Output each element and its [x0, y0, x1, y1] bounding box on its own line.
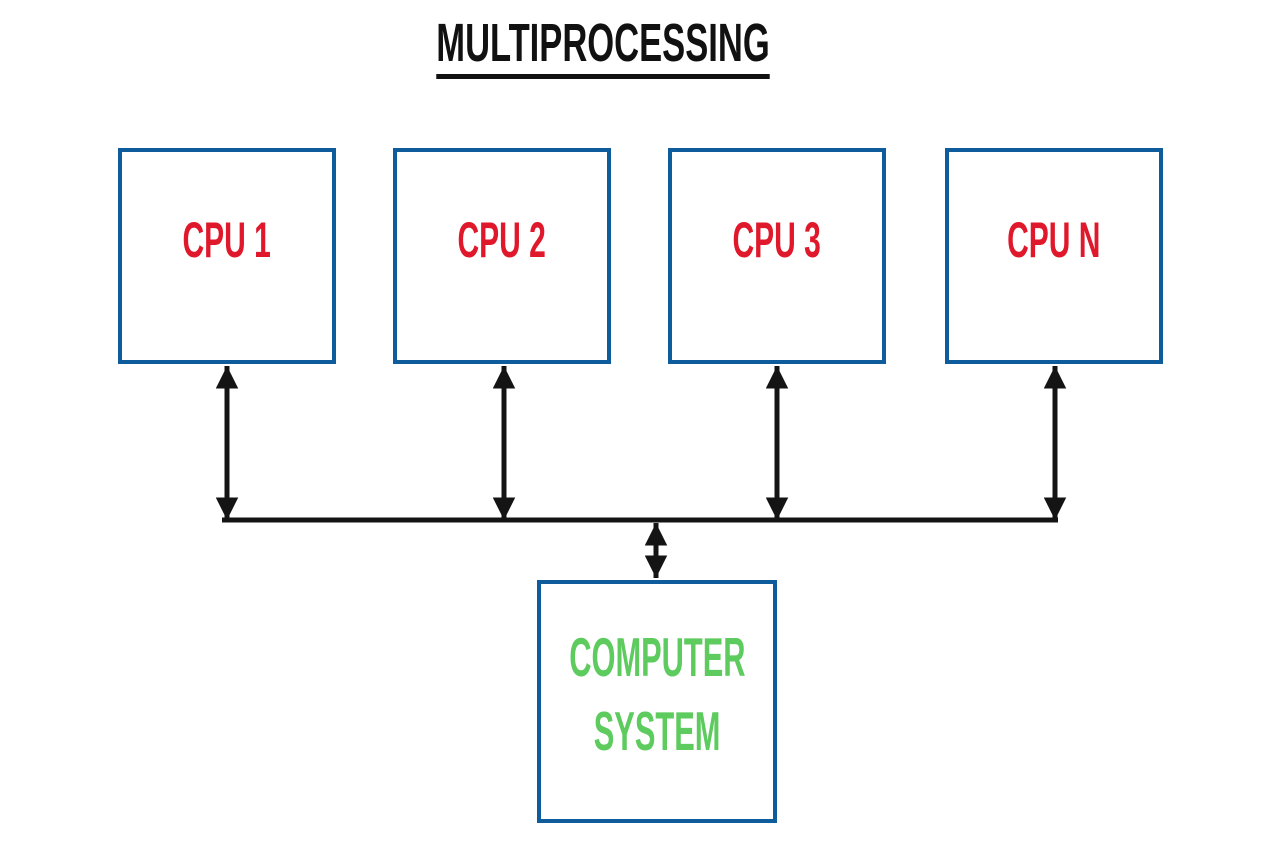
computer-system-box: COMPUTER SYSTEM — [537, 580, 777, 823]
diagram-title-wrap: MULTIPROCESSING — [342, 16, 863, 79]
diagram-title: MULTIPROCESSING — [436, 16, 770, 79]
cpu-n-box: CPU N — [945, 148, 1163, 364]
computer-system-label-line1: COMPUTER — [568, 625, 746, 688]
cpu-2-label: CPU 2 — [457, 212, 547, 268]
computer-system-label-line2: SYSTEM — [593, 699, 721, 762]
computer-system-label: COMPUTER SYSTEM — [500, 620, 815, 768]
cpu-2-box: CPU 2 — [393, 148, 611, 364]
cpu-3-label: CPU 3 — [732, 212, 822, 268]
cpu-n-label: CPU N — [1007, 212, 1101, 268]
cpu-3-box: CPU 3 — [668, 148, 886, 364]
cpu-1-box: CPU 1 — [118, 148, 336, 364]
cpu-1-label: CPU 1 — [182, 212, 272, 268]
